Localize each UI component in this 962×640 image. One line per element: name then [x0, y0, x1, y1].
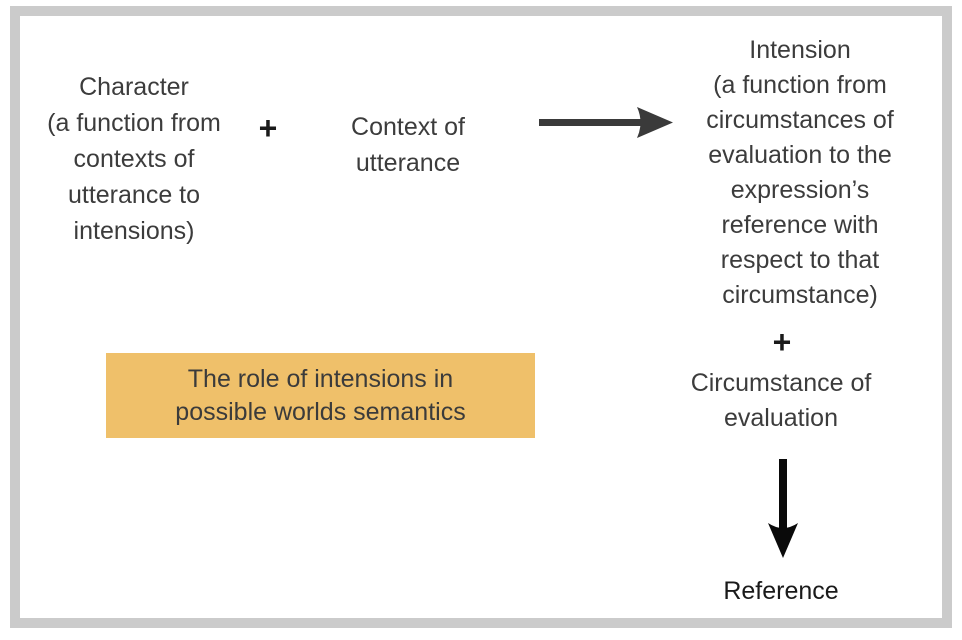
right-arrow-icon [539, 107, 673, 138]
intension-node: Intension (a function from circumstances… [706, 36, 894, 309]
context-of-utterance-node: Context of utterance [351, 113, 465, 177]
plus-icon: + [772, 324, 792, 360]
reference-node: Reference [723, 577, 839, 605]
down-arrow-icon [768, 459, 798, 558]
highlight-box: The role of intensions in possible world… [106, 353, 535, 438]
circumstance-of-evaluation-node: Circumstance of evaluation [690, 369, 872, 432]
plus-icon: + [258, 110, 278, 146]
diagram-frame [10, 6, 952, 628]
character-node: Character (a function from contexts of u… [47, 73, 221, 245]
